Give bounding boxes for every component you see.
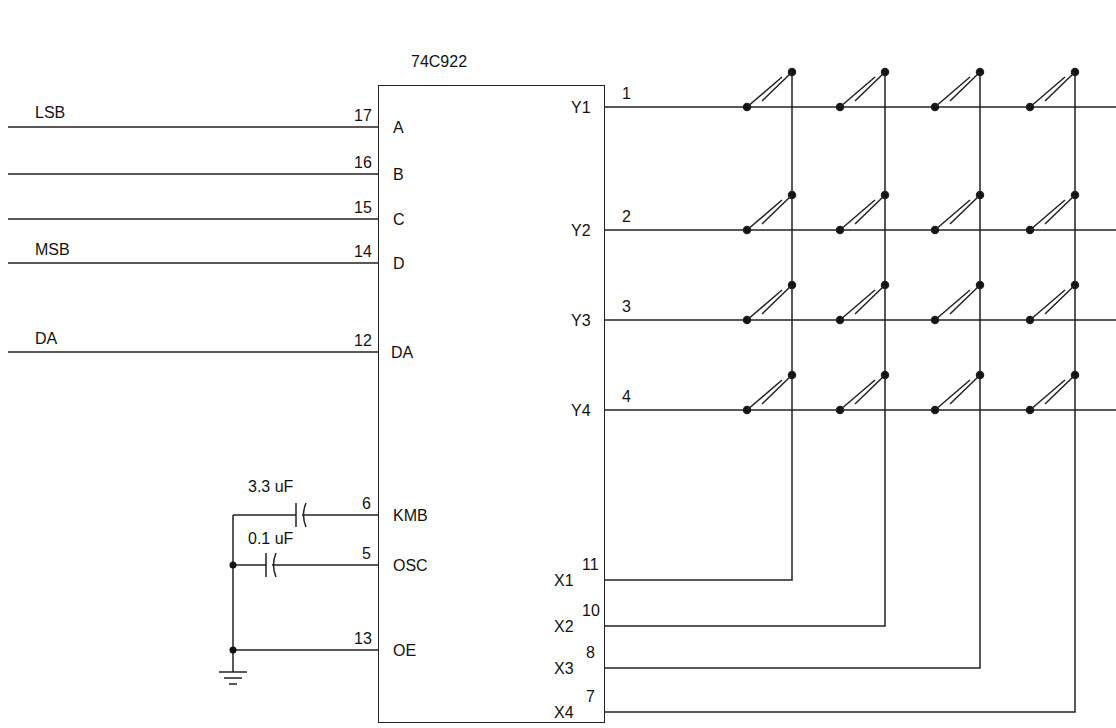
ic-chip: 74C922ABCDDAKMBOSCOEY1Y2Y3Y4X1X2X3X4 — [378, 85, 605, 723]
pin-number: 14 — [354, 243, 372, 261]
pin-number: 1 — [622, 85, 631, 103]
pin-number: 8 — [586, 644, 595, 662]
pin-number: 12 — [354, 332, 372, 350]
pin-number: 2 — [622, 208, 631, 226]
pin-name: Y2 — [571, 222, 591, 240]
pin-name: Y3 — [571, 312, 591, 330]
pin-name: X2 — [554, 618, 574, 636]
pin-name: KMB — [393, 507, 428, 525]
pin-name: A — [393, 119, 404, 137]
pin-name: B — [393, 166, 404, 184]
capacitor-value: 0.1 uF — [248, 530, 293, 548]
pin-name: X1 — [554, 572, 574, 590]
pin-name: X4 — [554, 704, 574, 722]
pin-name: DA — [391, 344, 413, 362]
pin-number: 17 — [354, 107, 372, 125]
ic-part-number: 74C922 — [411, 53, 467, 71]
pin-number: 6 — [362, 495, 371, 513]
pin-number: 4 — [622, 388, 631, 406]
signal-name: MSB — [35, 241, 70, 259]
pin-number: 3 — [622, 298, 631, 316]
pin-number: 5 — [362, 545, 371, 563]
pin-name: C — [393, 211, 405, 229]
pin-name: Y4 — [571, 402, 591, 420]
pin-number: 15 — [354, 199, 372, 217]
pin-name: OE — [393, 642, 416, 660]
pin-name: Y1 — [571, 99, 591, 117]
signal-name: LSB — [35, 104, 65, 122]
signal-name: DA — [35, 330, 57, 348]
pin-number: 16 — [354, 154, 372, 172]
pin-name: D — [393, 255, 405, 273]
pin-number: 13 — [354, 630, 372, 648]
pin-name: X3 — [554, 660, 574, 678]
pin-number: 11 — [582, 556, 599, 574]
pin-number: 10 — [582, 602, 600, 620]
pin-number: 7 — [586, 688, 595, 706]
capacitor-value: 3.3 uF — [248, 478, 293, 496]
pin-name: OSC — [393, 557, 428, 575]
